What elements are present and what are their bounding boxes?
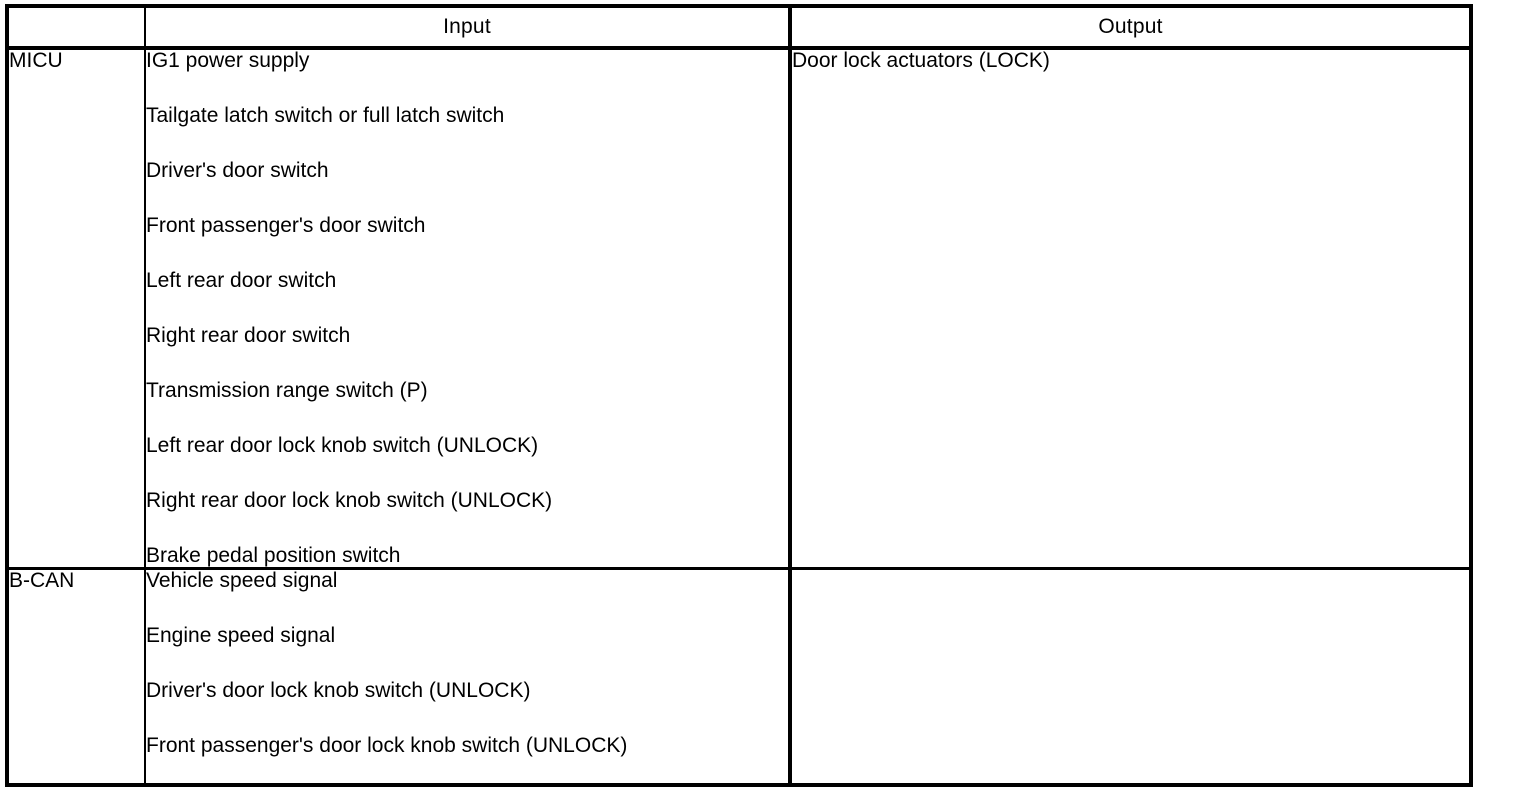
column-header-input: Input — [145, 6, 792, 50]
cell-module-bcan: B-CAN — [7, 567, 146, 785]
list-item: Brake pedal position switch — [146, 544, 401, 567]
list-item: Left rear door lock knob switch (UNLOCK) — [146, 434, 539, 457]
list-item: Left rear door switch — [146, 269, 337, 292]
list-item: Right rear door lock knob switch (UNLOCK… — [146, 489, 553, 512]
module-label-micu: MICU — [9, 49, 63, 72]
list-item: IG1 power supply — [146, 49, 310, 72]
cell-module-micu: MICU — [7, 48, 146, 569]
cell-input-micu: IG1 power supply Tailgate latch switch o… — [145, 48, 792, 569]
cell-output-micu: Door lock actuators (LOCK) — [790, 48, 1471, 569]
list-item: Tailgate latch switch or full latch swit… — [146, 104, 505, 127]
list-item: Front passenger's door switch — [146, 214, 426, 237]
list-item: Right rear door switch — [146, 324, 351, 347]
list-item: Front passenger's door lock knob switch … — [146, 734, 628, 757]
column-header-module — [7, 6, 146, 50]
input-list-micu: IG1 power supply Tailgate latch switch o… — [146, 50, 788, 567]
cell-input-bcan: Vehicle speed signal Engine speed signal… — [145, 567, 792, 785]
table-row: MICU IG1 power supply Tailgate latch swi… — [7, 48, 1471, 569]
module-label-bcan: B-CAN — [9, 569, 75, 592]
list-item: Driver's door switch — [146, 159, 329, 182]
list-item: Engine speed signal — [146, 624, 336, 647]
header-row: Input Output — [7, 6, 1471, 50]
table-row: B-CAN Vehicle speed signal Engine speed … — [7, 567, 1471, 785]
list-item: Vehicle speed signal — [146, 569, 338, 592]
table-header: Input Output — [7, 6, 1471, 50]
list-item: Door lock actuators (LOCK) — [792, 49, 1050, 72]
table-body: MICU IG1 power supply Tailgate latch swi… — [7, 48, 1471, 785]
column-header-output: Output — [790, 6, 1471, 50]
input-output-table: Input Output MICU IG1 power supply Tailg… — [5, 4, 1473, 787]
list-item: Driver's door lock knob switch (UNLOCK) — [146, 679, 531, 702]
cell-output-bcan — [790, 567, 1471, 785]
input-list-bcan: Vehicle speed signal Engine speed signal… — [146, 570, 788, 757]
list-item: Transmission range switch (P) — [146, 379, 428, 402]
output-list-micu: Door lock actuators (LOCK) — [792, 50, 1469, 72]
